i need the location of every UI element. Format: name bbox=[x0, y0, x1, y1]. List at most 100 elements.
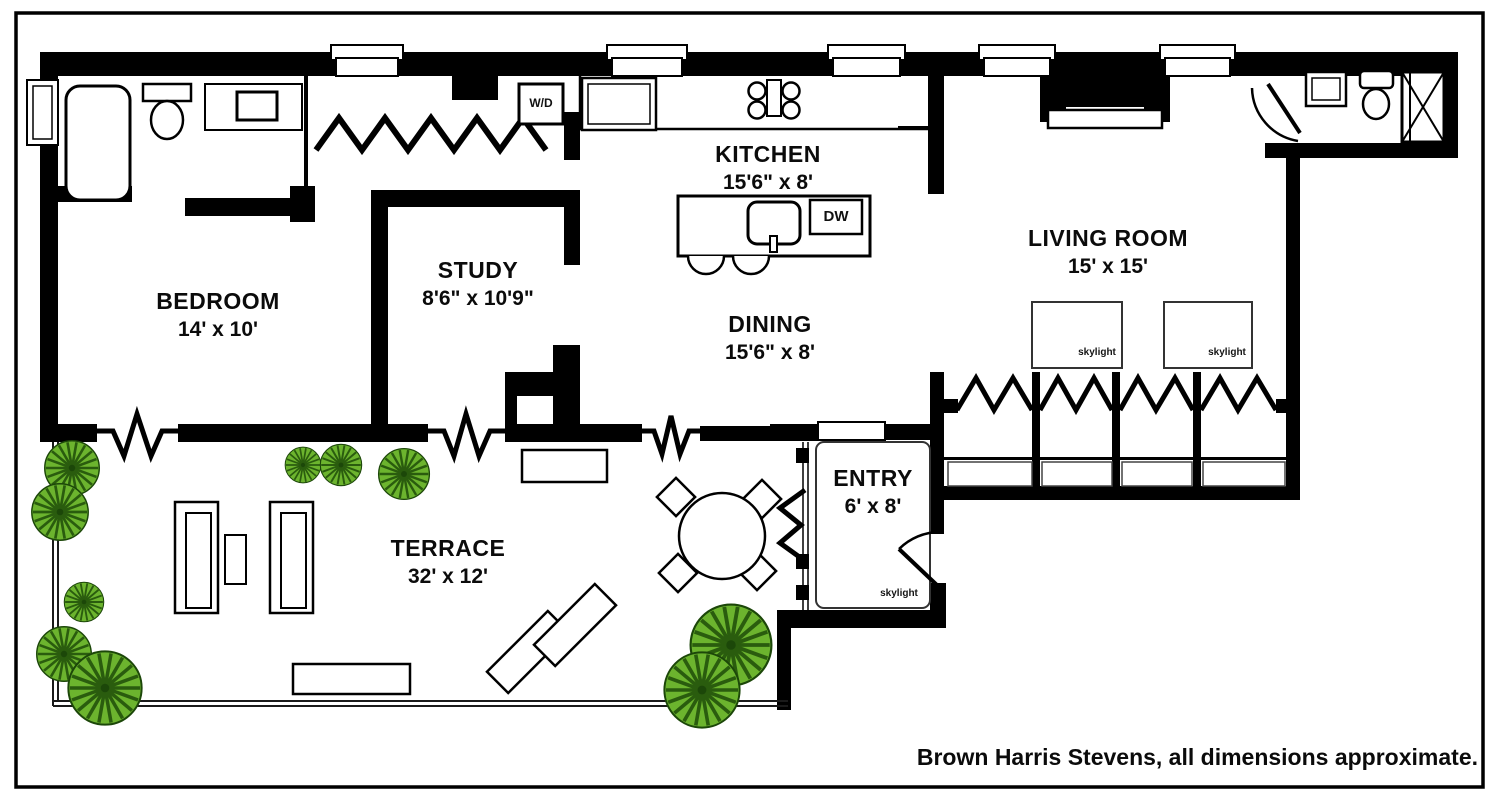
bathroom-main bbox=[64, 82, 303, 202]
sink-icon bbox=[1304, 70, 1348, 108]
bathroom-second bbox=[1250, 69, 1446, 144]
closet-end-left bbox=[944, 399, 958, 413]
study-label: STUDY 8'6" x 10'9" bbox=[422, 256, 534, 312]
door-pivot bbox=[796, 448, 809, 463]
wall-wd-stub bbox=[564, 112, 580, 160]
planter-icon bbox=[520, 448, 609, 484]
room-dims: 15'6" x 8' bbox=[724, 341, 816, 364]
wall-top bbox=[40, 52, 1458, 76]
outdoor-dining-set bbox=[655, 476, 783, 594]
terrace-label: TERRACE 32' x 12' bbox=[391, 534, 506, 590]
wall-entry-bottom bbox=[783, 610, 946, 628]
chair-icon bbox=[655, 476, 697, 518]
closet-rod-zigzag bbox=[313, 112, 549, 156]
bifold-door-zigzag bbox=[775, 487, 807, 564]
room-dims: 14' x 10' bbox=[177, 318, 259, 341]
skylight-outline-2 bbox=[1163, 301, 1253, 369]
toilet-icon bbox=[141, 82, 193, 141]
faucet-icon bbox=[769, 235, 778, 253]
stool-icon bbox=[686, 255, 726, 276]
tree-icon bbox=[662, 650, 742, 730]
kitchen-island bbox=[676, 194, 872, 258]
window-icon bbox=[1159, 44, 1236, 77]
dining-label: DINING 15'6" x 8' bbox=[725, 310, 815, 366]
lounge-chair-back bbox=[185, 512, 212, 609]
side-table-icon bbox=[224, 534, 247, 585]
sink-icon bbox=[204, 83, 303, 131]
door-break-icon bbox=[97, 405, 178, 464]
stove-icon bbox=[747, 79, 801, 120]
door-break-icon bbox=[428, 405, 505, 464]
closet-shelf-box bbox=[1121, 461, 1193, 487]
lounge-chair-back bbox=[280, 512, 307, 609]
wall-closet-divider-3 bbox=[1193, 372, 1201, 488]
window-icon bbox=[606, 44, 688, 77]
room-dims: 15' x 15' bbox=[1067, 255, 1149, 278]
room-dims: 6' x 8' bbox=[844, 495, 902, 518]
skylight-label-3: skylight bbox=[880, 588, 918, 599]
window-icon bbox=[26, 79, 59, 146]
bench-icon bbox=[291, 662, 412, 696]
entry-door-leaf bbox=[897, 547, 942, 590]
tree-icon bbox=[63, 581, 105, 623]
closet-shelf-box bbox=[1041, 461, 1113, 487]
bedroom-label: BEDROOM 14' x 10' bbox=[156, 287, 280, 343]
wall-terrace-b bbox=[178, 424, 428, 442]
wall-study-top bbox=[371, 190, 576, 207]
wall-entry-door-stub bbox=[930, 583, 946, 628]
windows bbox=[26, 44, 1236, 146]
kitchen-fixtures bbox=[578, 76, 928, 276]
window-icon bbox=[978, 44, 1056, 77]
dishwasher-icon bbox=[808, 198, 864, 236]
wall-kitchen-living-divider bbox=[928, 76, 944, 194]
room-name: KITCHEN bbox=[715, 141, 821, 167]
door-leaf bbox=[1266, 82, 1302, 135]
wall-study-right bbox=[564, 190, 580, 265]
wall-terrace-c bbox=[505, 424, 642, 442]
room-name: LIVING ROOM bbox=[1027, 225, 1189, 251]
tree-icon bbox=[30, 482, 90, 542]
refrigerator-icon bbox=[580, 76, 658, 132]
walls bbox=[40, 52, 1458, 710]
room-dims: 15'6" x 8' bbox=[722, 171, 814, 194]
window-icon bbox=[827, 44, 906, 77]
shrub-icon bbox=[319, 443, 363, 487]
closet-door-zigzags bbox=[954, 372, 1279, 416]
terrace-furniture bbox=[173, 448, 783, 696]
shrub-icon bbox=[377, 447, 431, 501]
wall-study-left bbox=[371, 203, 388, 442]
broker-credit: Brown Harris Stevens, all dimensions app… bbox=[916, 744, 1478, 770]
wall-left bbox=[40, 52, 58, 442]
wall-closet-divider-1 bbox=[1032, 372, 1040, 488]
door-pivot bbox=[796, 585, 809, 600]
skylight-outline-3 bbox=[815, 441, 931, 609]
room-name: TERRACE bbox=[390, 535, 506, 561]
room-name: BEDROOM bbox=[156, 288, 280, 314]
kitchen-label: KITCHEN 15'6" x 8' bbox=[715, 140, 821, 196]
tree-icon bbox=[66, 649, 144, 727]
room-dims: 8'6" x 10'9" bbox=[422, 287, 534, 310]
door-arc bbox=[1250, 87, 1299, 143]
wall-pier bbox=[452, 52, 498, 100]
wall-bath-stub bbox=[290, 186, 315, 222]
closet-shelf-box bbox=[1202, 461, 1286, 487]
room-name: STUDY bbox=[437, 257, 519, 283]
fireplace-icon bbox=[1040, 52, 1170, 130]
door-break-icon bbox=[642, 415, 700, 463]
closet-shelf-box bbox=[947, 461, 1033, 487]
entry-area bbox=[775, 421, 942, 610]
room-dims: 32' x 12' bbox=[407, 565, 489, 588]
wall-terrace-a bbox=[40, 424, 97, 442]
living-closets bbox=[944, 372, 1290, 487]
skylight-label-2: skylight bbox=[1208, 347, 1246, 358]
shower-icon bbox=[1400, 70, 1446, 144]
washer-dryer-label: W/D bbox=[529, 96, 553, 110]
room-name: ENTRY bbox=[833, 465, 913, 491]
cased-opening bbox=[817, 421, 886, 441]
shrub-icon bbox=[284, 446, 322, 484]
skylight-outline-1 bbox=[1031, 301, 1123, 369]
toilet-icon bbox=[1358, 69, 1395, 121]
entry-door-arc bbox=[898, 530, 941, 550]
wall-terrace-right-step bbox=[777, 610, 791, 710]
